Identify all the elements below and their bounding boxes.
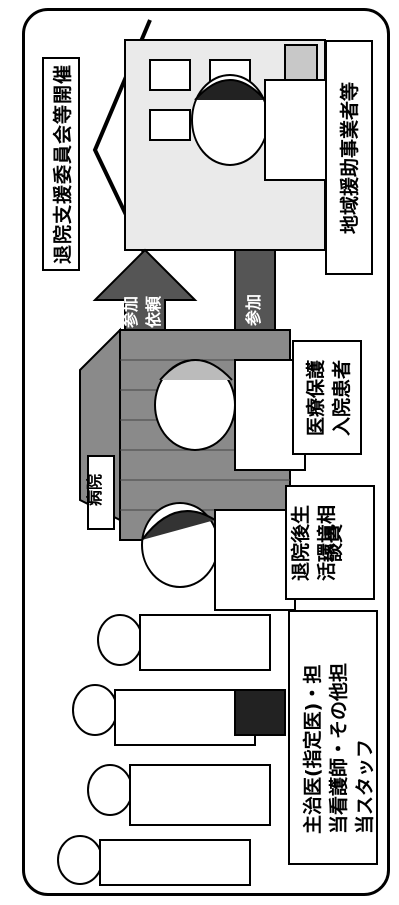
- staff-label-box: [288, 610, 378, 865]
- community-label: 地域援助事業者等: [339, 82, 361, 235]
- staff-group: [57, 614, 286, 886]
- staff-label-3: 当スタッフ: [354, 738, 376, 834]
- community-worker-figure: [191, 74, 336, 181]
- patient-label-2: 入院患者: [331, 359, 354, 437]
- patient-label-box: [292, 340, 362, 455]
- patient-label-1: 医療保護: [305, 359, 328, 437]
- staff-label-2: 当看護師・その他担: [328, 662, 350, 834]
- hospital-sign: 病院: [85, 473, 105, 507]
- hospital-sign-box: [87, 455, 115, 530]
- community-label-box: [325, 40, 373, 275]
- counselor-figure: [141, 502, 296, 611]
- diagram-title: 退院支援委員会等開催: [42, 57, 80, 271]
- diagram-frame: [22, 8, 390, 896]
- staff-label-1: 主治医(指定医)・担: [302, 664, 324, 834]
- counselor-label-1: 退院後生: [290, 504, 313, 582]
- arrow-request-label-2: 依頼: [144, 295, 164, 329]
- counselor-label-box: [285, 485, 375, 600]
- arrow-request-label-1: 参加: [121, 295, 141, 329]
- counselor-label-3: 談員: [323, 523, 346, 563]
- arrow-participate-label: 参加: [244, 293, 264, 327]
